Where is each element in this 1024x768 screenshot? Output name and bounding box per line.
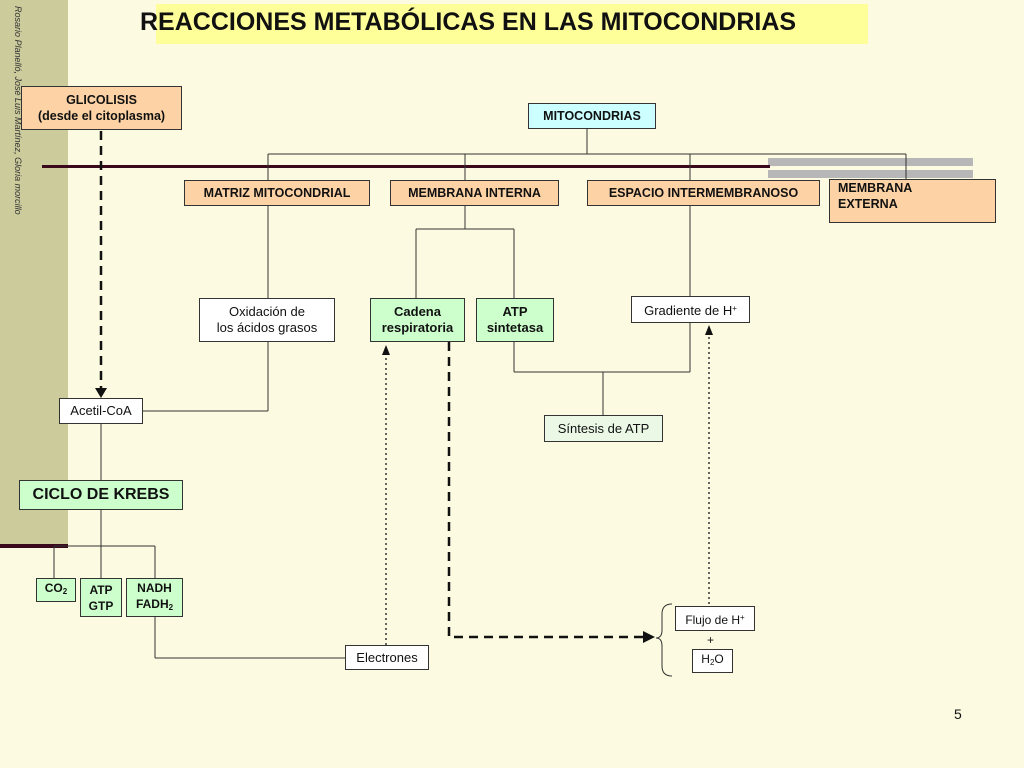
node-oxidacion-acidos-grasos: Oxidación de los ácidos grasos xyxy=(199,298,335,342)
node-acetil-coa: Acetil-CoA xyxy=(59,398,143,424)
fadh-sub: 2 xyxy=(168,602,174,612)
membrane-gray-bar xyxy=(768,158,973,166)
atp-label: ATP xyxy=(89,582,113,597)
fadh-text: FADH xyxy=(135,596,169,611)
mitocondrias-label: MITOCONDRIAS xyxy=(543,109,641,123)
node-mitocondrias: MITOCONDRIAS xyxy=(528,103,656,129)
node-electrones: Electrones xyxy=(345,645,429,670)
node-gradiente-h: Gradiente de H+ xyxy=(631,296,750,323)
co2-sub: 2 xyxy=(62,587,68,596)
espacio-label: ESPACIO INTERMEMBRANOSO xyxy=(608,186,799,200)
atp-sintetasa-sublabel: sintetasa xyxy=(486,320,544,335)
gtp-label: GTP xyxy=(88,598,114,613)
node-flujo-h: Flujo de H+ xyxy=(675,606,755,631)
node-espacio-intermembranoso: ESPACIO INTERMEMBRANOSO xyxy=(587,180,820,206)
fadh2-label: FADH2 xyxy=(136,596,173,616)
sintesis-label: Síntesis de ATP xyxy=(557,420,650,436)
node-atp-sintetasa: ATP sintetasa xyxy=(476,298,554,342)
matriz-label: MATRIZ MITOCONDRIAL xyxy=(203,186,351,200)
gradiente-label: Gradiente de H+ xyxy=(644,301,737,319)
glicolisis-label: GLICOLISIS xyxy=(66,93,137,107)
nadh-label: NADH xyxy=(137,580,172,595)
node-membrana-externa: MEMBRANA EXTERNA xyxy=(829,179,996,223)
membrane-line xyxy=(42,165,770,168)
h2o-pre: H xyxy=(701,652,710,666)
node-ciclo-krebs: CICLO DE KREBS xyxy=(19,480,183,510)
title-highlight xyxy=(156,4,868,44)
krebs-label: CICLO DE KREBS xyxy=(32,486,170,503)
electrones-label: Electrones xyxy=(356,649,418,665)
flujo-label: Flujo de H+ xyxy=(685,610,744,628)
h2o-label: H2O xyxy=(701,651,723,671)
membrana-externa-label: MEMBRANA xyxy=(838,181,913,195)
node-cadena-respiratoria: Cadena respiratoria xyxy=(370,298,465,342)
glicolisis-sublabel: (desde el citoplasma) xyxy=(37,109,166,123)
co2-text: CO xyxy=(44,581,63,595)
plus-sign: + xyxy=(707,633,715,647)
node-glicolisis: GLICOLISIS (desde el citoplasma) xyxy=(21,86,182,130)
bottom-divider xyxy=(0,544,68,548)
node-atp-gtp: ATP GTP xyxy=(80,578,122,617)
membrane-gray-bar-2 xyxy=(768,170,973,178)
gradiente-sup: + xyxy=(732,303,737,313)
author-credit: Rosario Planelló, José Luis Martínez, Gl… xyxy=(13,6,23,215)
node-membrana-interna: MEMBRANA INTERNA xyxy=(390,180,559,206)
node-matriz-mitocondrial: MATRIZ MITOCONDRIAL xyxy=(184,180,370,206)
h2o-sub: 2 xyxy=(709,658,715,667)
flujo-sup: + xyxy=(740,612,745,622)
atp-sintetasa-label: ATP xyxy=(502,304,528,319)
gradiente-text: Gradiente de H xyxy=(644,302,733,318)
cadena-sublabel: respiratoria xyxy=(381,320,454,335)
flujo-text: Flujo de H xyxy=(685,612,741,627)
oxidacion-label: Oxidación de xyxy=(229,304,305,319)
node-sintesis-atp: Síntesis de ATP xyxy=(544,415,663,442)
co2-label: CO2 xyxy=(45,580,67,600)
cadena-label: Cadena xyxy=(394,304,441,319)
oxidacion-sublabel: los ácidos grasos xyxy=(216,320,318,335)
node-nadh-fadh2: NADH FADH2 xyxy=(126,578,183,617)
node-co2: CO2 xyxy=(36,578,76,602)
node-h2o: H2O xyxy=(692,649,733,673)
h2o-post: O xyxy=(714,652,724,666)
acetil-label: Acetil-CoA xyxy=(70,403,132,418)
page-number: 5 xyxy=(954,706,962,722)
membrana-interna-label: MEMBRANA INTERNA xyxy=(408,186,541,200)
page-title: REACCIONES METABÓLICAS EN LAS MITOCONDRI… xyxy=(140,8,797,36)
membrana-externa-sublabel: EXTERNA xyxy=(838,197,898,211)
